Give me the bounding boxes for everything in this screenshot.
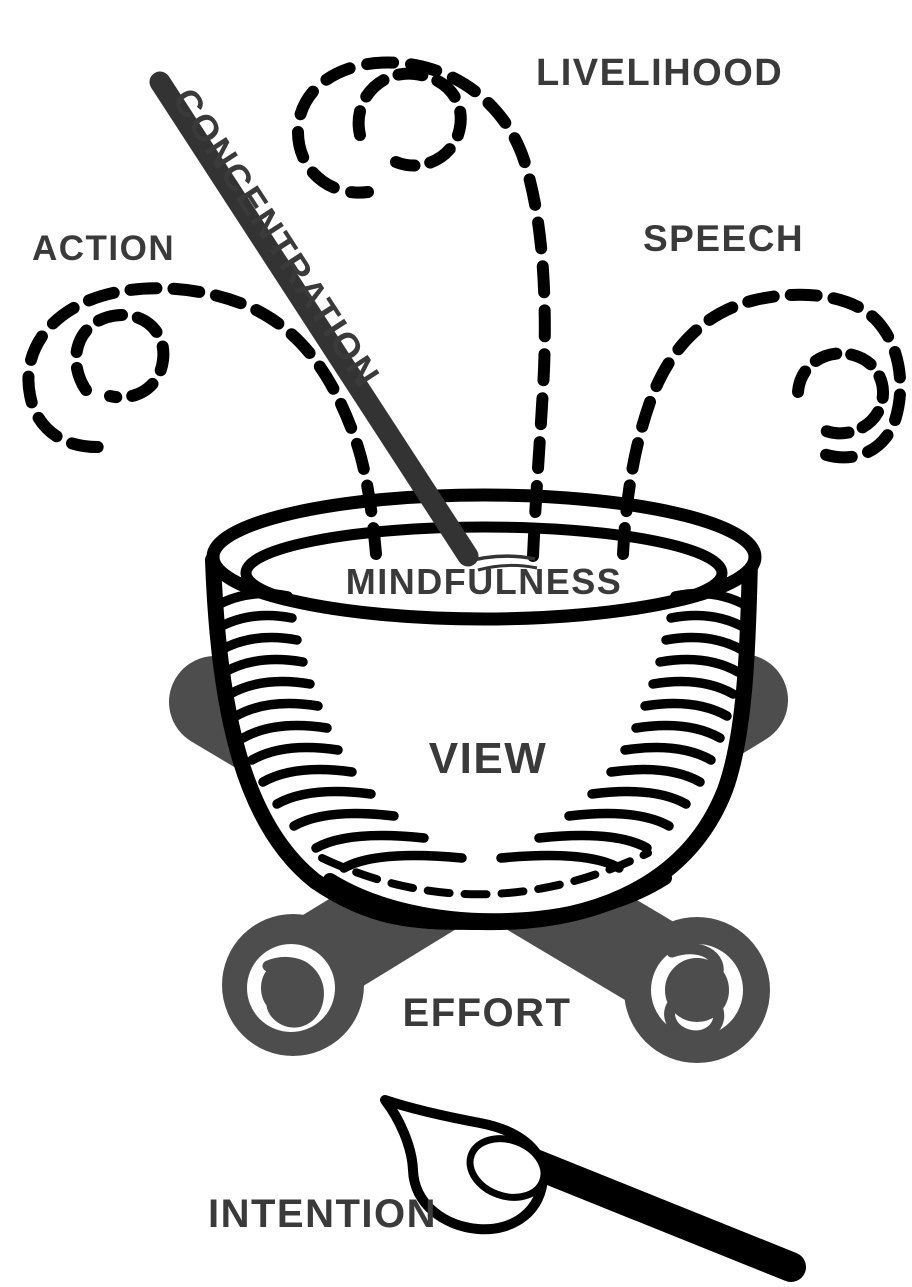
label-action: ACTION <box>32 229 176 268</box>
steam-swirl-speech <box>617 288 907 560</box>
pot-bottom-hatch-ticks <box>318 849 652 899</box>
pot-ridge <box>311 830 429 853</box>
pot-ridge <box>655 654 743 677</box>
pot-ridge <box>606 764 705 787</box>
pot-ridge <box>272 786 376 809</box>
match-stick <box>505 1143 806 1282</box>
water-ripple <box>477 563 538 572</box>
pot-ridge <box>534 830 652 853</box>
pot-ridge <box>496 850 624 873</box>
pot-ridge <box>339 850 467 873</box>
pot-ridge <box>648 676 738 699</box>
pot-ridge <box>289 808 399 831</box>
pot-ridge <box>216 632 302 655</box>
steam <box>22 56 907 562</box>
pot-ridge <box>631 720 725 743</box>
pot-ridge <box>564 808 674 831</box>
pot-ridge <box>620 742 716 765</box>
log-end-right-grain-icon <box>624 917 770 1063</box>
match <box>380 1095 806 1282</box>
pot-ridge <box>666 610 750 633</box>
pot-ridge <box>661 632 747 655</box>
pot-rim-inner <box>240 521 728 625</box>
pot-ridge <box>587 786 691 809</box>
pot-ridge <box>258 764 357 787</box>
label-view: VIEW <box>428 734 548 783</box>
label-livelihood: LIVELIHOOD <box>536 52 784 94</box>
label-mindfulness: MINDFULNESS <box>345 561 623 602</box>
label-effort: EFFORT <box>402 991 572 1035</box>
label-intention: INTENTION <box>208 1192 438 1236</box>
pot-body <box>213 560 750 923</box>
water-ripple <box>465 554 536 564</box>
pot-ridge <box>211 588 293 611</box>
stirring-stick <box>149 71 538 572</box>
pot-ridge <box>640 698 732 721</box>
steam-swirl-action <box>22 282 382 560</box>
pot-ridge <box>220 654 308 677</box>
pot-ridge-hatching <box>211 588 752 873</box>
pot-ridge <box>213 610 297 633</box>
log-end-left-grain-icon <box>222 914 364 1056</box>
match-head <box>466 1135 548 1201</box>
pot-ridge <box>231 698 323 721</box>
pot-bottom-shading <box>323 871 672 928</box>
pot-ridge <box>247 742 343 765</box>
pot-ridge <box>670 588 752 611</box>
pot-ridge <box>238 720 332 743</box>
pot-ridge <box>225 676 315 699</box>
steam-swirl-livelihood <box>291 56 551 562</box>
label-speech: SPEECH <box>643 218 805 259</box>
